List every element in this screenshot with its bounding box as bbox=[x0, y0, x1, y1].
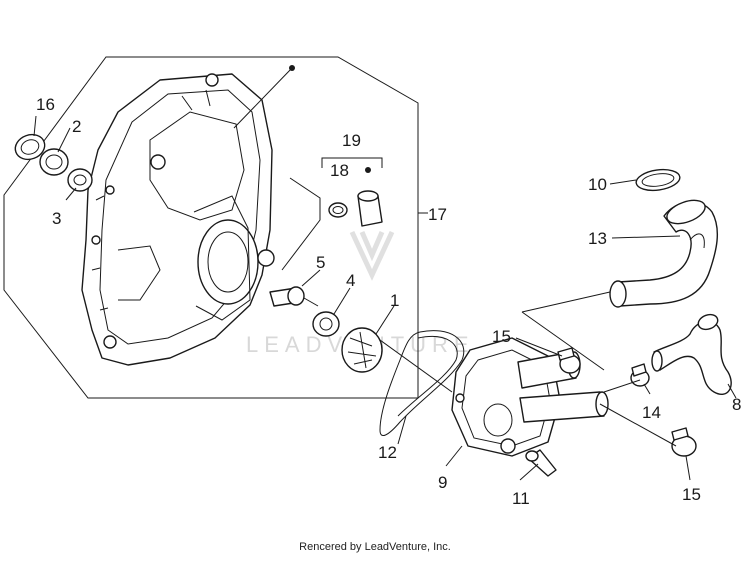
label-2: 2 bbox=[72, 117, 81, 136]
part-4-seal bbox=[312, 311, 340, 337]
label-15-lower: 15 bbox=[682, 485, 701, 504]
part-16-clip bbox=[14, 133, 46, 161]
part-10-clamp bbox=[635, 168, 681, 192]
assembly-outline bbox=[3, 56, 419, 399]
part-18-oring bbox=[328, 202, 348, 218]
label-5: 5 bbox=[316, 253, 325, 272]
part-8-hose bbox=[651, 313, 732, 395]
label-15-upper: 15 bbox=[492, 327, 511, 346]
label-14: 14 bbox=[642, 403, 661, 422]
bullet-19 bbox=[365, 167, 371, 173]
part-19-plug bbox=[357, 190, 383, 227]
label-8: 8 bbox=[732, 395, 741, 414]
label-12: 12 bbox=[378, 443, 397, 462]
leader-lines bbox=[33, 67, 737, 481]
part-14-clamp bbox=[630, 363, 650, 387]
label-17: 17 bbox=[428, 205, 447, 224]
part-12-gasket bbox=[379, 330, 465, 437]
engine-cover bbox=[81, 73, 275, 366]
part-9-pump-cover bbox=[451, 337, 609, 457]
part-1-impeller bbox=[341, 327, 383, 373]
label-4: 4 bbox=[346, 271, 355, 290]
label-13: 13 bbox=[588, 229, 607, 248]
label-16: 16 bbox=[36, 95, 55, 114]
part-13-hose bbox=[609, 199, 719, 308]
part-19-bracket bbox=[321, 157, 383, 168]
label-9: 9 bbox=[438, 473, 447, 492]
label-18: 18 bbox=[330, 161, 349, 180]
label-3: 3 bbox=[52, 209, 61, 228]
label-10: 10 bbox=[588, 175, 607, 194]
part-15-clamp-upper bbox=[557, 347, 581, 374]
label-11: 11 bbox=[512, 489, 530, 508]
part-5-shaft bbox=[269, 286, 319, 307]
callouts: 16 2 3 19 18 17 5 4 1 12 9 11 10 13 15 1… bbox=[36, 95, 741, 508]
part-3-bearing bbox=[67, 168, 93, 192]
part-11-bolt bbox=[525, 449, 557, 477]
part-15-clamp-lower bbox=[671, 427, 697, 457]
footer-credit: Rencered by LeadVenture, Inc. bbox=[299, 541, 451, 553]
label-1: 1 bbox=[390, 291, 399, 310]
part-2-seal bbox=[39, 148, 69, 176]
label-19: 19 bbox=[342, 131, 361, 150]
